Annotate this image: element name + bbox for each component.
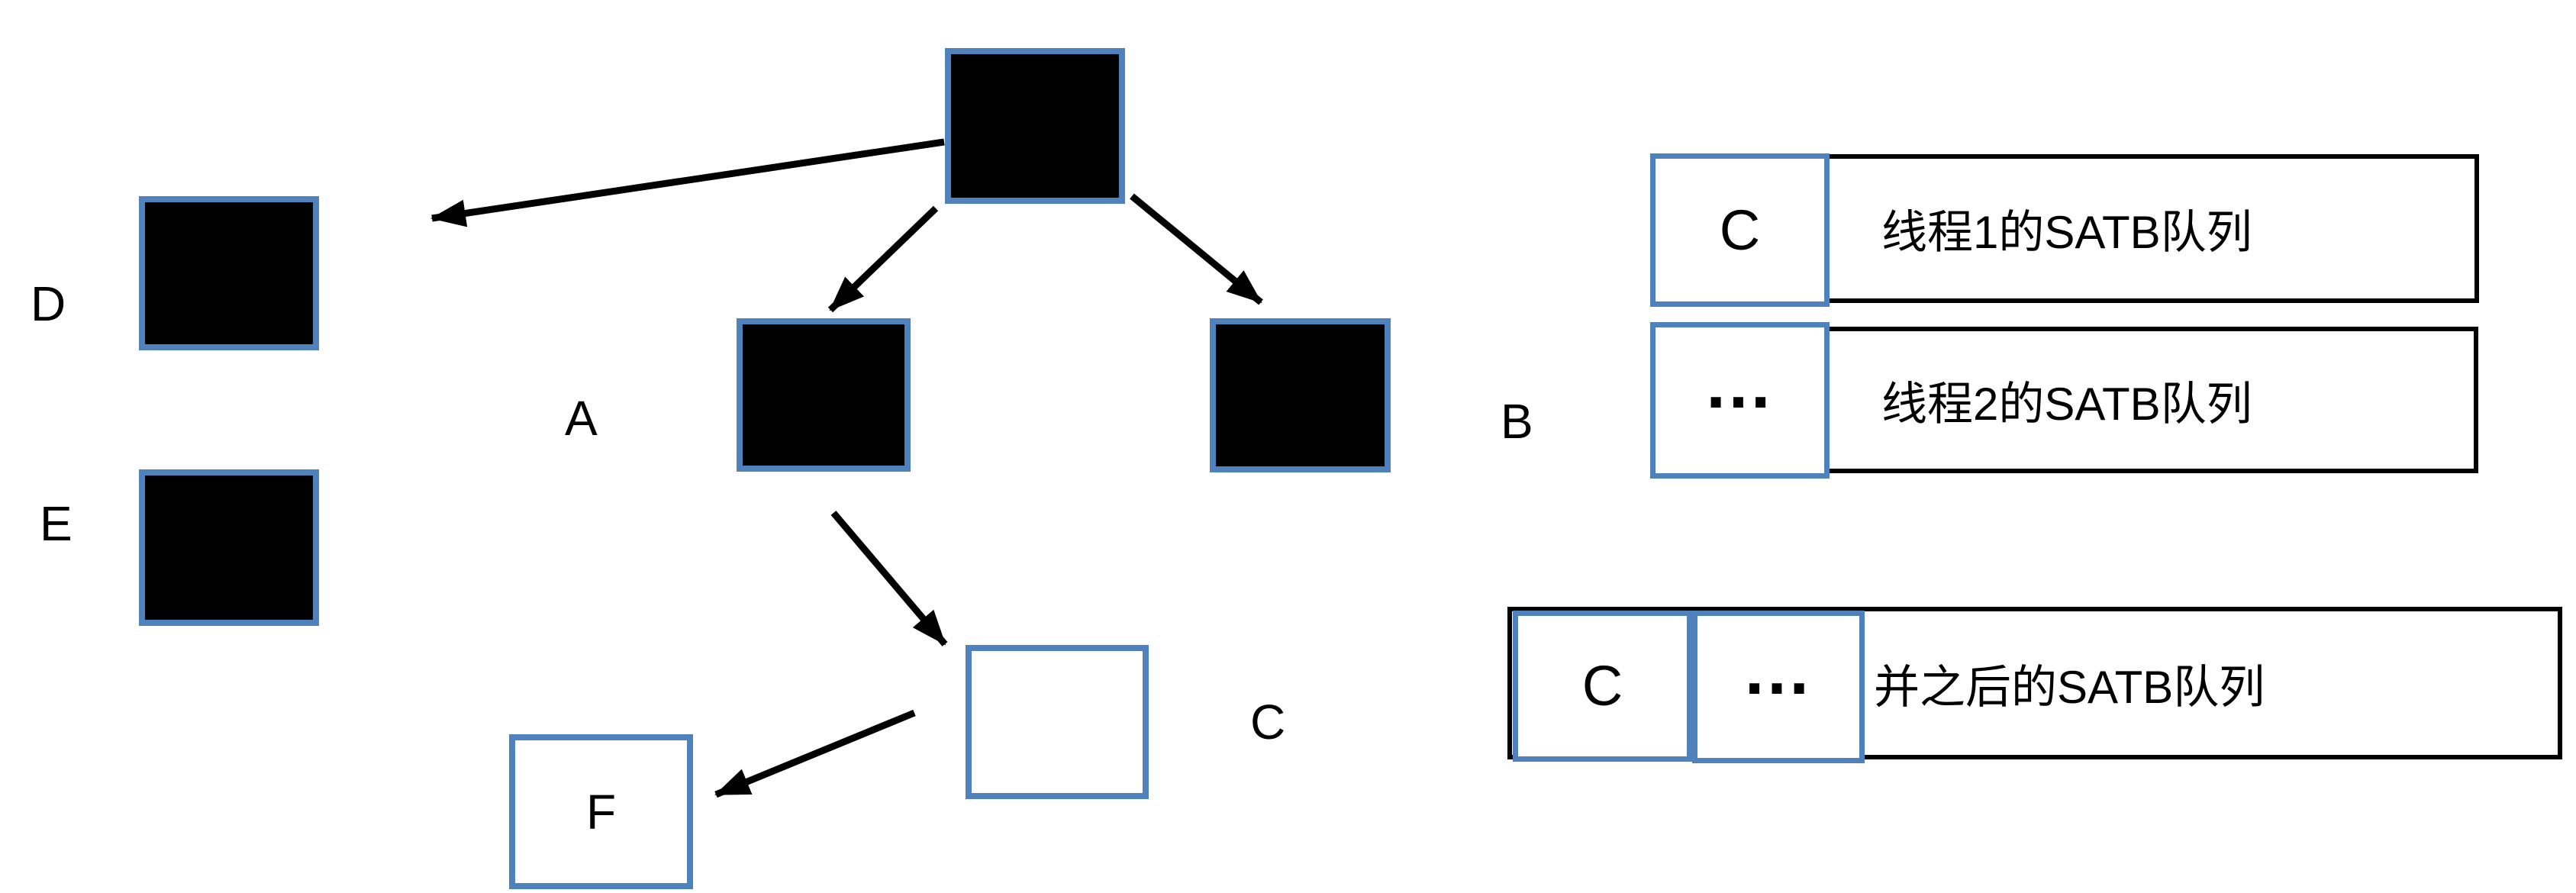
node-f-label: F [585, 784, 617, 840]
arrow-root-to-b-icon [1130, 193, 1263, 305]
node-b-black-box [1210, 318, 1391, 472]
node-root-black-box [945, 48, 1125, 204]
queue3-head-cell-ellipsis: … [1692, 611, 1865, 763]
node-b-label: B [1501, 394, 1533, 449]
queue3-cell-letter: C [1581, 654, 1623, 717]
arrow-root-to-a-icon [827, 205, 939, 313]
queue1-label: 线程1的SATB队列 [1881, 207, 2252, 258]
node-d-black-box [139, 196, 319, 350]
queue2-label: 线程2的SATB队列 [1881, 378, 2252, 430]
queue3-head-cell-c: C [1513, 611, 1692, 762]
node-a-label: A [565, 391, 598, 446]
node-e-black-box [139, 469, 319, 626]
node-c-white-box [966, 645, 1149, 799]
node-a-black-box [737, 318, 911, 472]
queue1-cell-letter: C [1719, 198, 1761, 262]
queue3-cell-ellipsis: … [1742, 631, 1815, 709]
node-c-label: C [1250, 695, 1286, 750]
arrow-a-to-c-icon [830, 511, 948, 646]
arrow-c-to-f-icon [714, 709, 916, 798]
queue2-cell-ellipsis: … [1703, 344, 1777, 423]
node-e-label: E [40, 496, 73, 551]
node-d-label: D [31, 276, 66, 331]
queue3-label: 并之后的SATB队列 [1874, 661, 2265, 713]
queue1-head-cell: C [1650, 153, 1830, 307]
queue2-head-cell: … [1650, 322, 1830, 479]
node-f-white-box: F [509, 734, 693, 889]
queue1-body [1824, 154, 2479, 303]
arrow-root-to-d-icon [430, 138, 945, 227]
